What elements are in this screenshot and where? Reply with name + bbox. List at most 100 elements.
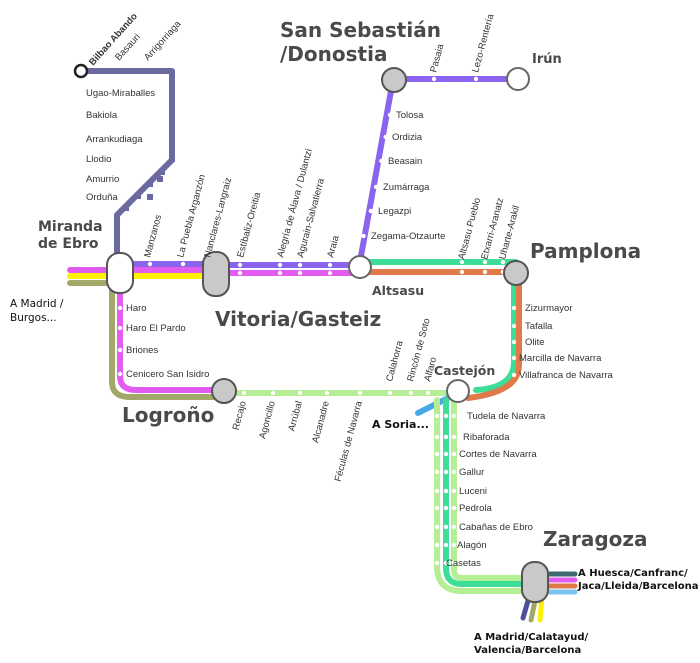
station-tick bbox=[434, 560, 440, 566]
station-label-manzanos[interactable]: Manzanos bbox=[142, 213, 164, 258]
station-tick bbox=[443, 488, 449, 494]
station-label-beasain[interactable]: Beasain bbox=[388, 156, 422, 167]
station-label-haro[interactable]: Haro bbox=[126, 303, 147, 314]
station-tick bbox=[357, 390, 363, 396]
logrono-station-marker[interactable] bbox=[211, 378, 237, 404]
station-tick bbox=[277, 262, 283, 268]
station-label-zegama-otzaurte[interactable]: Zegama-Otzaurte bbox=[371, 231, 445, 242]
station-tick bbox=[434, 413, 440, 419]
castejon-station-marker[interactable] bbox=[446, 379, 470, 403]
station-label-bakiola[interactable]: Bakiola bbox=[86, 110, 118, 121]
rail-lines bbox=[67, 68, 578, 623]
station-tick bbox=[459, 259, 465, 265]
station-label-nanclares-langraiz[interactable]: Nanclares-Langraiz bbox=[202, 176, 234, 259]
station-tick bbox=[443, 413, 449, 419]
station-label-tolosa[interactable]: Tolosa bbox=[396, 110, 424, 121]
miranda-station-marker[interactable] bbox=[106, 252, 134, 294]
station-tick bbox=[117, 325, 123, 331]
station-label-cabanas-de-ebro[interactable]: Cabañas de Ebro bbox=[459, 522, 533, 533]
line-miranda-logrono-olive bbox=[109, 280, 225, 400]
label-donostia-line2: /Donostia bbox=[280, 42, 387, 66]
bilbao-terminal-marker[interactable] bbox=[73, 63, 89, 79]
station-label-briones[interactable]: Briones bbox=[126, 345, 158, 356]
station-tick bbox=[482, 269, 488, 275]
station-tick bbox=[451, 524, 457, 530]
station-label-tudela-de-navarra[interactable]: Tudela de Navarra bbox=[467, 411, 546, 422]
station-tick bbox=[451, 434, 457, 440]
donostia-station-marker[interactable] bbox=[381, 67, 407, 93]
station-label-cenicero-san-isidro[interactable]: Cenicero San Isidro bbox=[126, 369, 209, 380]
station-label-llodio[interactable]: Llodio bbox=[86, 154, 111, 165]
station-tick bbox=[511, 305, 517, 311]
station-label-ugao-miraballes[interactable]: Ugao-Miraballes bbox=[86, 88, 155, 99]
station-label-araia[interactable]: Araia bbox=[325, 234, 342, 259]
station-tick bbox=[387, 112, 393, 118]
station-tick bbox=[368, 208, 373, 214]
altsasu-station-marker[interactable] bbox=[348, 255, 372, 279]
station-label-zumarraga[interactable]: Zumárraga bbox=[383, 182, 430, 193]
station-label-cortes-de-navarra[interactable]: Cortes de Navarra bbox=[459, 449, 537, 460]
station-label-zizurmayor[interactable]: Zizurmayor bbox=[525, 303, 573, 314]
station-label-estibaliz-oreitia[interactable]: Estíbaliz-Oreitia bbox=[235, 190, 263, 258]
zaragoza-station-marker[interactable] bbox=[521, 561, 549, 603]
station-tick bbox=[373, 184, 379, 190]
station-tick bbox=[241, 390, 247, 396]
station-tick bbox=[451, 560, 457, 566]
station-label-legazpi[interactable]: Legazpi bbox=[378, 206, 411, 217]
station-tick bbox=[451, 469, 457, 475]
station-label-pasaia[interactable]: Pasaia bbox=[428, 42, 446, 74]
label-donostia-line1: San Sebastián bbox=[280, 18, 441, 42]
station-label-arrigorriaga[interactable]: Arrigorriaga bbox=[142, 18, 184, 63]
station-label-casetas[interactable]: Casetas bbox=[446, 558, 481, 569]
station-label-alagon[interactable]: Alagón bbox=[457, 540, 487, 551]
station-tick bbox=[443, 434, 449, 440]
station-label-gallur[interactable]: Gallur bbox=[459, 467, 484, 478]
station-label-ribaforada[interactable]: Ribaforada bbox=[463, 432, 510, 443]
station-label-marcilla-de-navarra[interactable]: Marcilla de Navarra bbox=[519, 353, 602, 364]
station-label-luceni[interactable]: Luceni bbox=[459, 486, 487, 497]
irun-station-marker[interactable] bbox=[506, 67, 530, 91]
line-castejon-zaragoza-green bbox=[443, 397, 531, 587]
station-tick bbox=[169, 90, 175, 96]
connection-notes: A Madrid / Burgos... A Soria... A Huesca… bbox=[10, 298, 699, 656]
station-tick bbox=[434, 542, 440, 548]
station-label-calahorra[interactable]: Calahorra bbox=[384, 339, 406, 383]
station-tick bbox=[324, 390, 330, 396]
station-label-feculas-de-navarra[interactable]: Féculas de Navarra bbox=[333, 399, 365, 483]
station-tick bbox=[237, 262, 243, 268]
station-tick bbox=[361, 233, 366, 239]
station-label-alcanadre[interactable]: Alcanadre bbox=[310, 400, 332, 444]
pamplona-station-marker[interactable] bbox=[503, 260, 529, 286]
station-label-la-puebla-arganzon[interactable]: La Puebla Arganzón bbox=[175, 173, 208, 259]
vitoria-station-marker[interactable] bbox=[202, 251, 230, 297]
station-label-amurrio[interactable]: Amurrio bbox=[86, 174, 119, 185]
station-label-ordizia[interactable]: Ordizia bbox=[392, 132, 423, 143]
station-label-recajo[interactable]: Recajo bbox=[231, 400, 249, 431]
station-label-lezo-renteria[interactable]: Lezo-Rentería bbox=[470, 12, 496, 74]
station-label-haro-el-pardo[interactable]: Haro El Pardo bbox=[126, 323, 186, 334]
line-pamplona-castejon-green bbox=[473, 277, 517, 393]
station-tick bbox=[147, 261, 153, 267]
station-tick bbox=[500, 259, 506, 265]
station-label-orduna[interactable]: Orduña bbox=[86, 192, 118, 203]
station-label-arrankudiaga[interactable]: Arrankudiaga bbox=[86, 134, 143, 145]
station-tick bbox=[169, 112, 175, 118]
station-label-olite[interactable]: Olite bbox=[525, 337, 545, 348]
station-tick bbox=[434, 505, 440, 511]
station-tick bbox=[147, 181, 153, 187]
station-label-pedrola[interactable]: Pedrola bbox=[459, 503, 492, 514]
station-label-villafranca-de-navarra[interactable]: Villafranca de Navarra bbox=[519, 370, 614, 381]
station-tick bbox=[147, 194, 153, 200]
station-tick bbox=[297, 270, 303, 276]
station-label-agoncillo[interactable]: Agoncillo bbox=[257, 400, 278, 440]
note-calatayud-line1: A Madrid/Calatayud/ bbox=[474, 632, 589, 643]
station-tick bbox=[270, 390, 276, 396]
station-tick bbox=[408, 390, 414, 396]
station-tick bbox=[443, 542, 449, 548]
station-tick bbox=[443, 505, 449, 511]
station-tick bbox=[451, 505, 457, 511]
station-label-altsasu-pueblo[interactable]: Altsasu Pueblo bbox=[456, 197, 483, 261]
station-label-tafalla[interactable]: Tafalla bbox=[525, 321, 553, 332]
label-miranda: Miranda de Ebro bbox=[38, 219, 107, 252]
station-label-arrubal[interactable]: Arrúbal bbox=[286, 400, 305, 432]
